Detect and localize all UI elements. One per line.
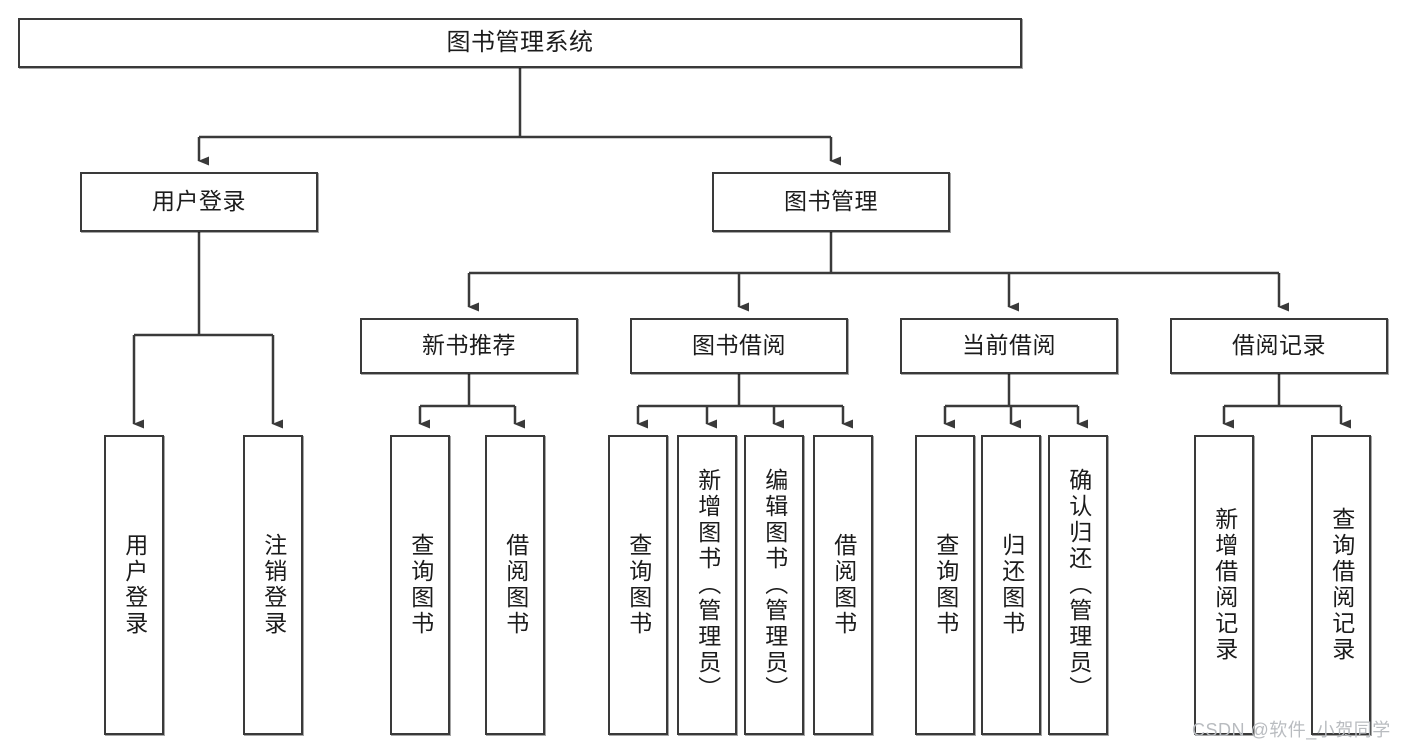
node-leaf2[interactable]: 注销登录 bbox=[243, 435, 303, 735]
node-label: 查询图书 bbox=[407, 533, 434, 637]
node-label: 新书推荐 bbox=[422, 332, 516, 359]
node-label: 图书借阅 bbox=[692, 332, 786, 359]
node-borrow[interactable]: 图书借阅 bbox=[630, 318, 848, 374]
csdn-watermark: CSDN @软件_小贺同学 bbox=[1192, 720, 1391, 740]
node-label: 借阅图书 bbox=[502, 533, 529, 637]
node-label: 查询图书 bbox=[625, 533, 652, 637]
node-records[interactable]: 借阅记录 bbox=[1170, 318, 1388, 374]
node-label: 编辑图书（管理员） bbox=[761, 468, 788, 702]
node-label: 查询图书 bbox=[932, 533, 959, 637]
node-leaf10[interactable]: 归还图书 bbox=[981, 435, 1041, 735]
node-label: 新增图书（管理员） bbox=[694, 468, 721, 702]
node-label: 图书管理系统 bbox=[446, 28, 594, 56]
node-label: 用户登录 bbox=[152, 188, 246, 215]
node-bookmgmt[interactable]: 图书管理 bbox=[712, 172, 950, 232]
node-leaf9[interactable]: 查询图书 bbox=[915, 435, 975, 735]
node-label: 借阅图书 bbox=[830, 533, 857, 637]
node-leaf6[interactable]: 新增图书（管理员） bbox=[677, 435, 737, 735]
node-login[interactable]: 用户登录 bbox=[80, 172, 318, 232]
node-label: 确认归还（管理员） bbox=[1065, 468, 1092, 702]
node-label: 图书管理 bbox=[784, 188, 878, 215]
node-leaf12[interactable]: 新增借阅记录 bbox=[1194, 435, 1254, 735]
node-leaf7[interactable]: 编辑图书（管理员） bbox=[744, 435, 804, 735]
node-label: 归还图书 bbox=[998, 533, 1025, 637]
node-leaf3[interactable]: 查询图书 bbox=[390, 435, 450, 735]
node-label: 注销登录 bbox=[260, 533, 287, 637]
node-newbook[interactable]: 新书推荐 bbox=[360, 318, 578, 374]
node-root[interactable]: 图书管理系统 bbox=[18, 18, 1022, 68]
node-label: 当前借阅 bbox=[962, 332, 1056, 359]
node-leaf1[interactable]: 用户登录 bbox=[104, 435, 164, 735]
node-current[interactable]: 当前借阅 bbox=[900, 318, 1118, 374]
node-label: 新增借阅记录 bbox=[1211, 507, 1238, 663]
node-label: 查询借阅记录 bbox=[1328, 507, 1355, 663]
node-label: 用户登录 bbox=[121, 533, 148, 637]
node-label: 借阅记录 bbox=[1232, 332, 1326, 359]
node-leaf8[interactable]: 借阅图书 bbox=[813, 435, 873, 735]
node-leaf4[interactable]: 借阅图书 bbox=[485, 435, 545, 735]
node-leaf13[interactable]: 查询借阅记录 bbox=[1311, 435, 1371, 735]
node-leaf11[interactable]: 确认归还（管理员） bbox=[1048, 435, 1108, 735]
node-leaf5[interactable]: 查询图书 bbox=[608, 435, 668, 735]
